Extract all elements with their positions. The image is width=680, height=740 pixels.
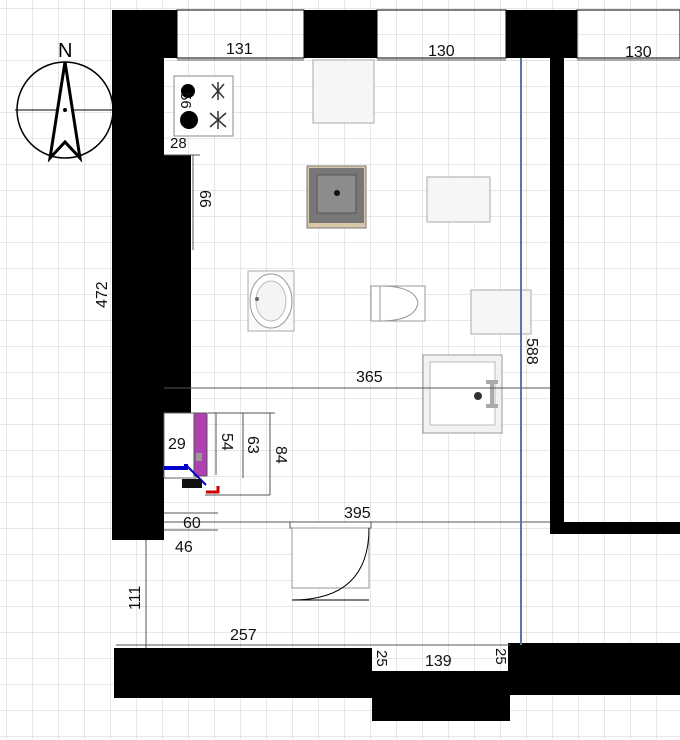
dim-label: 63 [244,436,261,454]
cabinet-top [312,59,375,124]
dim-label: 28 [170,135,187,152]
window-top-2 [376,9,507,59]
door-swing-icon [289,521,372,601]
dim-label: 130 [428,43,455,60]
dim-label: 130 [625,44,652,61]
wall-bottom-left [114,648,372,698]
dim-label: 257 [230,627,257,644]
dim-label: 588 [523,338,540,365]
dim-label: 60 [183,515,201,532]
wall-right-horizontal [550,522,680,534]
riser-purple-block [193,412,208,477]
dim-label: 84 [272,446,289,464]
dim-label: 54 [218,433,235,451]
wall-top-right [506,10,577,58]
wall-top-mid [304,10,377,58]
measure-lines [116,59,680,648]
dim-label: 66 [196,190,213,208]
dim-label: 111 [127,586,144,610]
window-top-1 [176,9,305,59]
compass-north-label: N [58,40,72,62]
pipe-riser [163,412,220,494]
dim-label: 395 [344,505,371,522]
dim-label: 25 [373,650,390,667]
dim-label: 29 [168,436,186,453]
dim-label: 46 [175,539,193,556]
dim-label: 25 [492,648,509,665]
pipe-blue [164,464,188,470]
walls [112,9,680,721]
wall-right-vertical [550,58,564,532]
stove-icon [173,75,234,137]
shower-tray-icon [422,354,503,434]
dim-label: 131 [226,41,253,58]
dim-label: 472 [94,281,111,308]
dim-label: 56 [177,92,194,109]
dim-label: 365 [356,369,383,386]
cabinet-right-upper [426,176,491,223]
wall-bottom-door [372,671,510,721]
compass: N [15,40,115,163]
wall-bottom-right [508,643,680,695]
wall-left-inner [164,155,191,413]
wall-left-upper [112,10,164,540]
dim-label: 139 [425,653,452,670]
pipe-red [206,486,220,494]
sink-icon [306,165,367,229]
window-top-3 [576,9,680,59]
washbasin-icon [247,270,295,332]
toilet-icon [370,285,426,322]
